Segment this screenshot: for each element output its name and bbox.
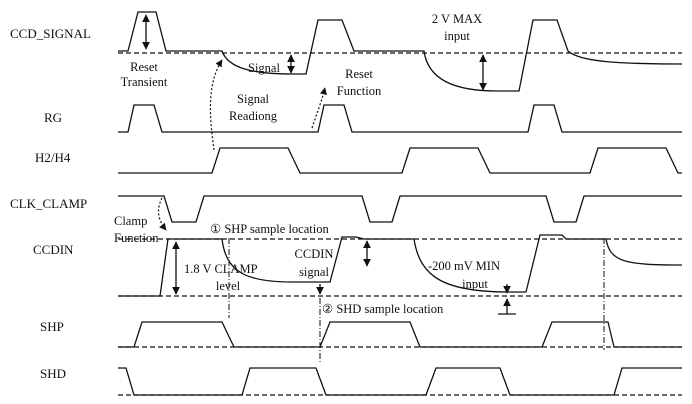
shp-waveform [118, 321, 682, 348]
label-shd: SHD [40, 366, 66, 381]
ann-min-input-2: input [462, 277, 488, 291]
label-rg: RG [44, 110, 62, 125]
ann-shd-sample-location: ② SHD sample location [322, 302, 444, 316]
annotation-pointers [157, 59, 327, 231]
label-shp: SHP [40, 319, 64, 334]
ann-signal-reading-1: Signal [237, 92, 269, 106]
rg-waveform [118, 104, 682, 133]
ann-max-input-1: 2 V MAX [432, 12, 482, 26]
ann-shp-sample-location: ① SHP sample location [210, 222, 329, 236]
ann-ccdin-signal-1: CCDIN [295, 247, 334, 261]
label-ccdin: CCDIN [33, 242, 74, 257]
ann-ccdin-signal-2: signal [299, 265, 329, 279]
ccd-signal-waveform [118, 11, 683, 92]
ann-clamp-function-2: Function [114, 231, 159, 245]
ccdin-waveform [118, 234, 683, 362]
ann-signal-reading-2: Readiong [229, 109, 278, 123]
shd-waveform [118, 367, 682, 396]
label-h2h4: H2/H4 [35, 150, 71, 165]
ann-reset-transient-2: Transient [121, 75, 168, 89]
ann-reset-transient-1: Reset [130, 60, 158, 74]
clk-clamp-waveform [118, 195, 682, 223]
ann-clamp-level-2: level [216, 279, 241, 293]
ann-clamp-function-1: Clamp [114, 214, 147, 228]
ann-clamp-level-1: 1.8 V CLAMP [184, 262, 258, 276]
label-clk-clamp: CLK_CLAMP [10, 196, 87, 211]
ann-reset-function-2: Function [337, 84, 382, 98]
ann-min-input-1: -200 mV MIN [428, 259, 500, 273]
ann-signal: Signal [248, 61, 280, 75]
label-ccd-signal: CCD_SIGNAL [10, 26, 91, 41]
ann-reset-function-1: Reset [345, 67, 373, 81]
h2h4-waveform [118, 147, 682, 174]
ann-max-input-2: input [444, 29, 470, 43]
